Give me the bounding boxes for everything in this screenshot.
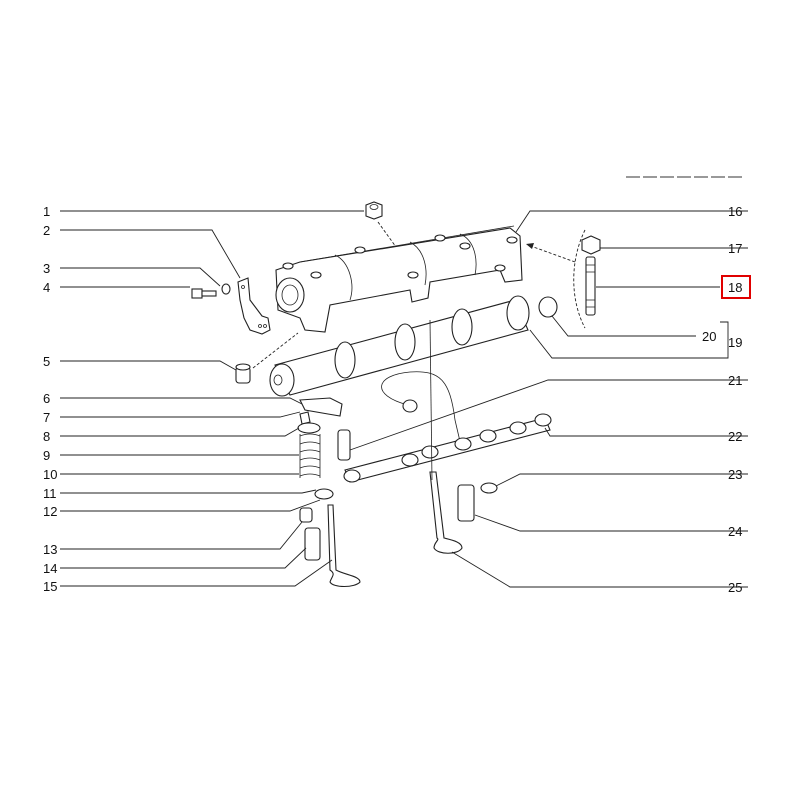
callout-20[interactable]: 20 xyxy=(702,329,716,344)
part-spring-retainer xyxy=(297,422,321,434)
callout-6[interactable]: 6 xyxy=(43,391,50,406)
part-rocker-arm xyxy=(299,397,343,417)
callout-3[interactable]: 3 xyxy=(43,261,50,276)
part-valve-guide xyxy=(304,527,321,561)
callout-11[interactable]: 11 xyxy=(43,486,57,501)
part-valve-seal xyxy=(299,507,313,523)
callout-14[interactable]: 14 xyxy=(43,561,57,576)
part-plug xyxy=(538,296,558,318)
callout-2[interactable]: 2 xyxy=(43,223,50,238)
highlight-box xyxy=(721,275,751,299)
part-bolt xyxy=(191,288,217,299)
callout-17[interactable]: 17 xyxy=(728,241,742,256)
part-sensor xyxy=(381,371,463,451)
part-intake-valve xyxy=(327,504,361,588)
part-dowel xyxy=(235,363,251,384)
part-valve-spring xyxy=(299,433,321,478)
callout-16[interactable]: 16 xyxy=(728,204,742,219)
part-camshaft xyxy=(269,295,530,397)
part-nut xyxy=(365,201,383,220)
part-seal-ring xyxy=(480,482,498,494)
callout-7[interactable]: 7 xyxy=(43,410,50,425)
part-exhaust-valve xyxy=(429,471,463,554)
part-stud xyxy=(585,256,596,316)
part-stud-nut xyxy=(581,235,601,255)
part-camshaft-housing xyxy=(275,225,523,333)
leader-lines xyxy=(60,210,748,588)
callout-19[interactable]: 19 xyxy=(728,335,742,350)
callout-25[interactable]: 25 xyxy=(728,580,742,595)
callout-23[interactable]: 23 xyxy=(728,467,742,482)
callout-10[interactable]: 10 xyxy=(43,467,57,482)
callout-1[interactable]: 1 xyxy=(43,204,50,219)
callout-18[interactable]: 18 xyxy=(728,280,742,295)
part-washer xyxy=(221,283,231,295)
callout-21[interactable]: 21 xyxy=(728,373,742,388)
part-tappet-rail xyxy=(343,413,552,483)
callout-9[interactable]: 9 xyxy=(43,448,50,463)
callout-15[interactable]: 15 xyxy=(43,579,57,594)
callout-4[interactable]: 4 xyxy=(43,280,50,295)
callout-12[interactable]: 12 xyxy=(43,504,57,519)
part-bracket xyxy=(237,277,271,335)
callout-24[interactable]: 24 xyxy=(728,524,742,539)
callout-13[interactable]: 13 xyxy=(43,542,57,557)
part-spring-seat xyxy=(314,488,334,500)
part-collets xyxy=(299,411,311,425)
callout-22[interactable]: 22 xyxy=(728,429,742,444)
part-lash-adjuster xyxy=(337,429,351,461)
part-exhaust-guide xyxy=(457,484,475,522)
callout-8[interactable]: 8 xyxy=(43,429,50,444)
callout-5[interactable]: 5 xyxy=(43,354,50,369)
